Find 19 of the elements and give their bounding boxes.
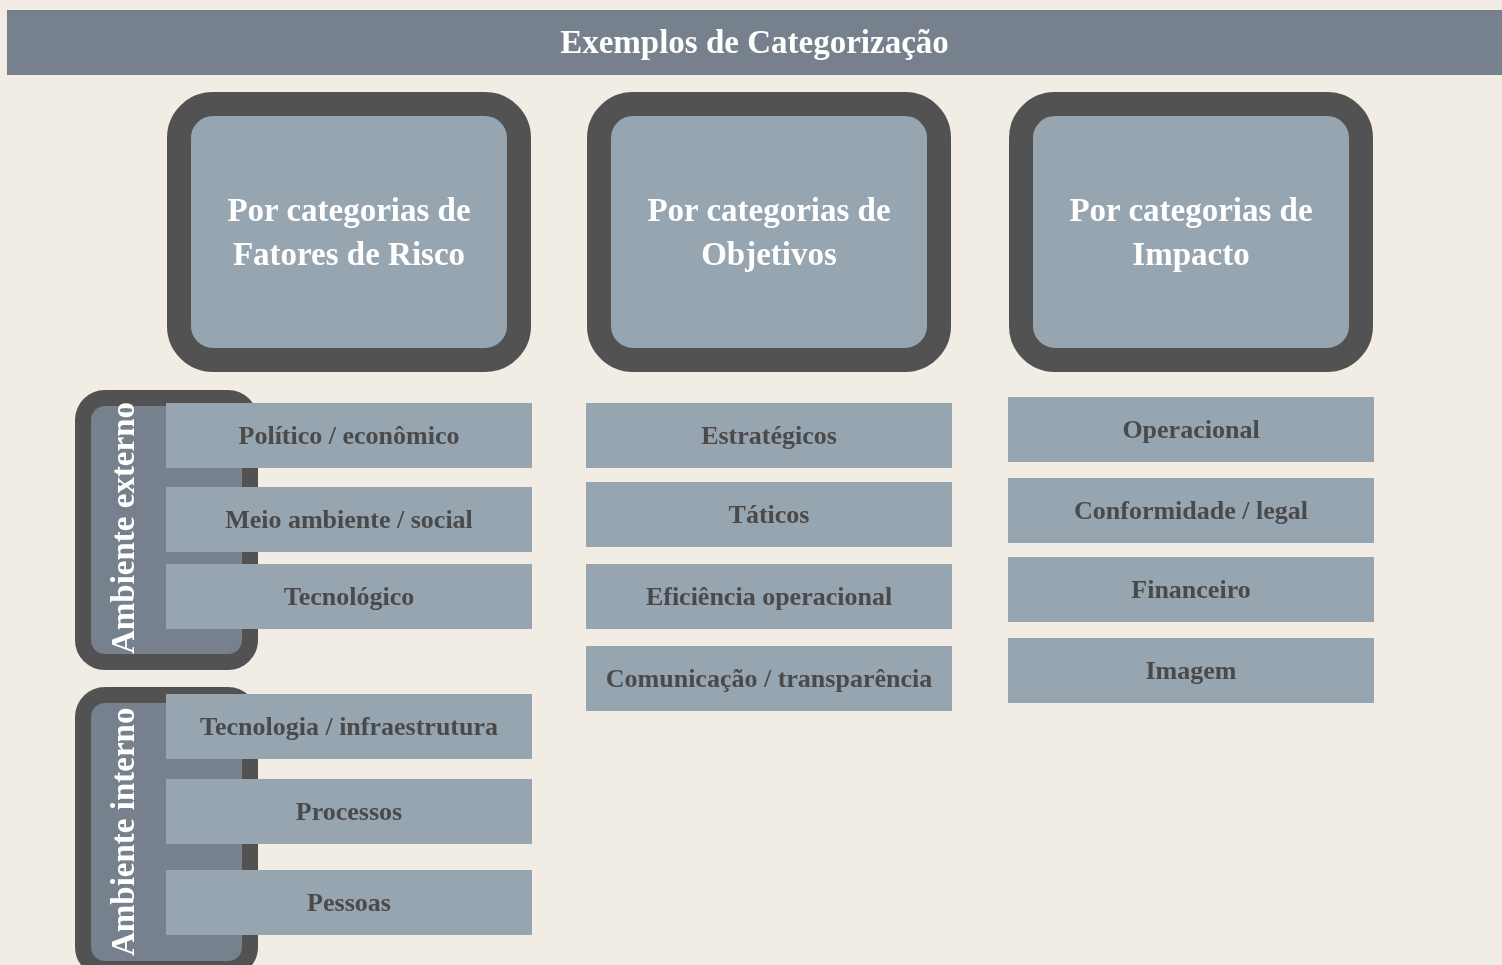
category-item: Imagem — [1008, 638, 1374, 703]
category-item: Pessoas — [166, 870, 532, 935]
category-header-card: Por categorias de Objetivos — [587, 92, 951, 372]
category-header-card: Por categorias de Impacto — [1009, 92, 1373, 372]
category-item: Operacional — [1008, 397, 1374, 462]
group-label: Ambiente interno — [104, 706, 142, 959]
category-item: Estratégicos — [586, 403, 952, 468]
category-item: Tecnológico — [166, 564, 532, 629]
category-item: Comunicação / transparência — [586, 646, 952, 711]
category-item: Processos — [166, 779, 532, 844]
title-banner: Exemplos de Categorização — [7, 10, 1502, 75]
category-item: Político / econômico — [166, 403, 532, 468]
category-item: Tecnologia / infraestrutura — [166, 694, 532, 759]
category-item: Meio ambiente / social — [166, 487, 532, 552]
category-item: Eficiência operacional — [586, 564, 952, 629]
category-item: Financeiro — [1008, 557, 1374, 622]
category-item: Conformidade / legal — [1008, 478, 1374, 543]
category-header-card: Por categorias de Fatores de Risco — [167, 92, 531, 372]
category-item: Táticos — [586, 482, 952, 547]
